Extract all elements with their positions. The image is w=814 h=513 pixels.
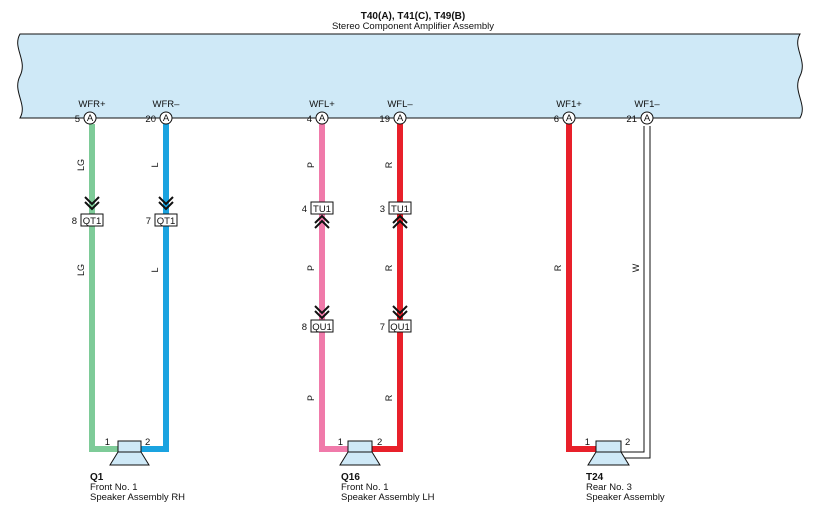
terminal-circle [315,111,329,125]
speaker-description: Rear No. 3 [586,482,632,493]
speaker-code: T24 [586,472,604,483]
chevron-up-icon [392,214,408,229]
wire-color-label: P [306,162,316,168]
connector-box-qu1 [310,319,334,333]
speaker-pin: 2 [377,437,382,448]
connector-code: TU1 [313,204,331,215]
wire-color-label: R [553,264,563,271]
terminal-connector-letter: A [163,113,170,124]
connector-pin: 3 [380,204,385,215]
wire-wf1-plus [566,124,596,452]
chevron-up-icon [314,214,330,229]
chevron-down-icon [392,305,408,320]
speaker-icon [109,440,150,466]
amplifier-subtitle: Stereo Component Amplifier Assembly [332,21,494,32]
connector-code: QT1 [83,216,101,227]
speaker-description: Front No. 1 [90,482,138,493]
connector-box-qt1 [154,213,178,227]
wire-color-label: LG [76,159,86,171]
speaker-code: Q1 [90,472,104,483]
amplifier-title: T40(A), T41(C), T49(B) [361,11,465,22]
wire-color-label: L [150,267,160,272]
speaker-description: Speaker Assembly [586,492,665,503]
terminal-label-wfl-minus: WFL– [387,99,413,110]
wire-color-label: L [150,162,160,167]
connector-code: QU1 [312,322,332,333]
speaker-description: Speaker Assembly RH [90,492,185,503]
wire-color-label: W [631,263,641,272]
chevron-down-icon [158,196,174,211]
wire-wf1-minus [621,126,651,459]
terminal-label-wf1-plus: WF1+ [556,99,582,110]
speaker-pin: 1 [105,437,110,448]
terminal-circle [83,111,97,125]
terminal-circle [393,111,407,125]
terminal-circle [159,111,173,125]
connector-box-qt1 [80,213,104,227]
wire-wfl-plus [319,124,348,452]
speaker-description: Speaker Assembly LH [341,492,435,503]
terminal-circle [562,111,576,125]
terminal-connector-letter: A [87,113,94,124]
terminal-connector-letter: A [319,113,326,124]
speaker-pin: 2 [145,437,150,448]
chevron-down-icon [84,196,100,211]
wire-color-label: P [306,395,316,401]
terminal-label-wf1-minus: WF1– [634,99,660,110]
connector-code: QU1 [390,322,410,333]
wire-color-label: R [384,161,394,168]
wire-wfr-plus [89,124,118,452]
connector-pin: 8 [302,322,307,333]
connector-pin: 7 [380,322,385,333]
speaker-pin: 1 [585,437,590,448]
wire-wfr-minus [141,124,169,452]
speaker-icon [339,440,381,466]
terminal-pin-4: 4 [307,114,312,125]
terminal-pin-19: 19 [379,114,390,125]
connector-box-qu1 [388,319,412,333]
wire-color-label: R [384,264,394,271]
wire-color-label: LG [76,264,86,276]
connector-pin: 4 [302,204,307,215]
wire-color-label: R [384,394,394,401]
wire-wfl-minus [372,124,403,452]
terminal-label-wfr-minus: WFR– [153,99,181,110]
terminal-label-wfl-plus: WFL+ [309,99,335,110]
terminal-pin-21: 21 [626,114,637,125]
connector-box-tu1 [310,201,334,215]
amplifier-body [17,33,803,119]
chevron-down-icon [314,305,330,320]
speaker-pin: 1 [338,437,343,448]
connector-code: TU1 [391,204,409,215]
terminal-connector-letter: A [566,113,573,124]
speaker-pin: 2 [625,437,630,448]
speaker-description: Front No. 1 [341,482,389,493]
terminal-pin-5: 5 [75,114,80,125]
connector-pin: 8 [72,216,77,227]
terminal-connector-letter: A [644,113,651,124]
terminal-label-wfr-plus: WFR+ [78,99,106,110]
terminal-circle [640,111,654,125]
terminal-pin-20: 20 [145,114,156,125]
speaker-icon [587,440,630,466]
connector-box-tu1 [388,201,412,215]
speaker-code: Q16 [341,472,360,483]
wire-color-label: P [306,265,316,271]
connector-code: QT1 [157,216,175,227]
connector-pin: 7 [146,216,151,227]
terminal-connector-letter: A [397,113,404,124]
terminal-pin-6: 6 [554,114,559,125]
